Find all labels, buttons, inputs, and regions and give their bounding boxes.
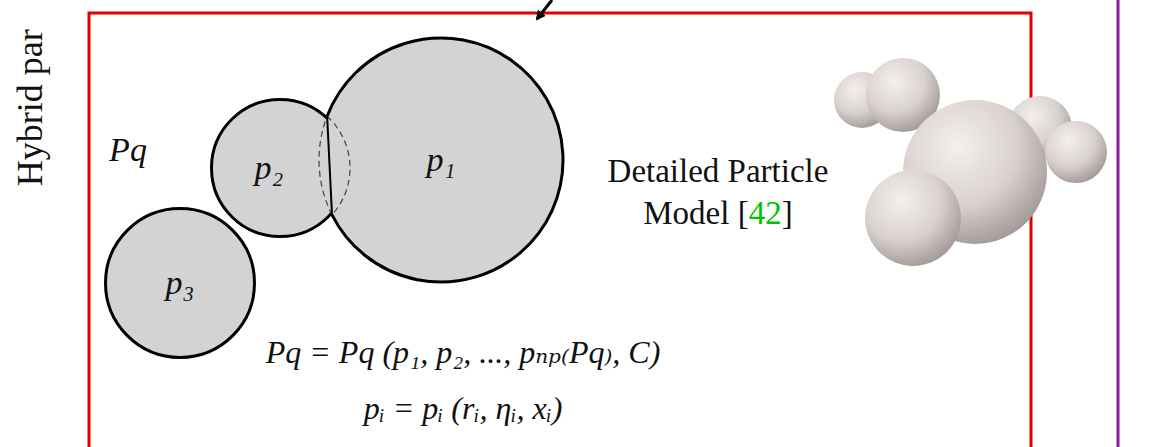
particle-label: p₃ (166, 264, 195, 302)
particle-label: p₂ (255, 149, 284, 187)
model-caption: [ (738, 195, 749, 233)
model-caption: Detailed Particle (608, 153, 829, 191)
purple-divider (1117, 0, 1120, 447)
sphere-aggregate (834, 58, 1107, 266)
particle-circle: p₃ (104, 207, 256, 359)
model-caption-row: Model[42] (643, 195, 792, 233)
side-heading: Hybrid par (9, 30, 50, 187)
formula: Pq = Pq (p₁, p₂, ..., pₙₚ₍Pq₎, C) (266, 334, 661, 371)
model-caption: ] (782, 195, 793, 233)
particle-label: p₁ (427, 141, 456, 179)
pointer-arrow (537, 0, 552, 19)
red-frame (89, 13, 1031, 447)
aggregate-label: Pq (109, 130, 147, 169)
citation-number: 42 (749, 195, 782, 233)
model-caption: Model (643, 195, 729, 233)
particle-circle: p₁ (319, 38, 563, 282)
formula: pᵢ = pᵢ (rᵢ, ηᵢ, xᵢ) (364, 390, 563, 427)
